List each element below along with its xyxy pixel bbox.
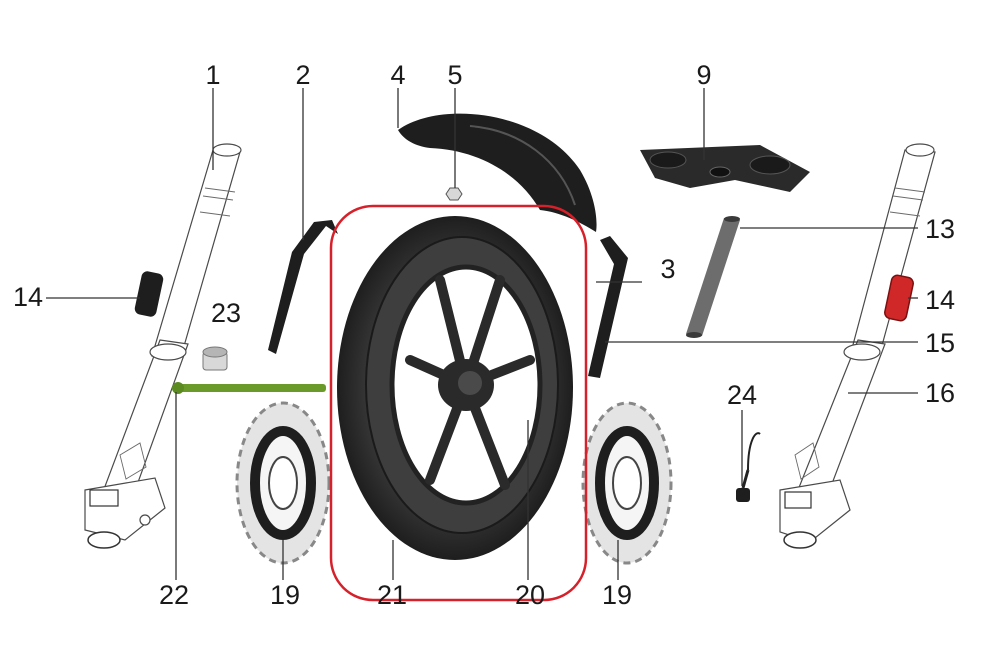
front-axle (172, 382, 326, 394)
callout-19-right: 19 (602, 580, 632, 610)
callout-14-left: 14 (13, 282, 43, 312)
fender-stay-left (268, 220, 338, 354)
triple-clamp (640, 145, 810, 192)
callout-9: 9 (696, 60, 711, 90)
callout-15: 15 (925, 328, 955, 358)
callout-2: 2 (295, 60, 310, 90)
brake-disc-right (581, 401, 673, 565)
callout-21: 21 (377, 580, 407, 610)
callout-numbers: 1 2 4 5 9 13 3 14 14 23 15 16 24 22 19 2… (13, 60, 955, 610)
callout-16: 16 (925, 378, 955, 408)
front-wheel (337, 216, 573, 560)
axle-tube (686, 216, 740, 338)
leader-lines (46, 88, 918, 580)
wheel-spacer (202, 346, 228, 371)
left-fork-leg (84, 143, 242, 549)
callout-22: 22 (159, 580, 189, 610)
fender-nut (445, 187, 463, 201)
callout-14-right: 14 (925, 285, 955, 315)
callout-20: 20 (515, 580, 545, 610)
wheel-highlight-box (329, 204, 588, 602)
callout-5: 5 (447, 60, 462, 90)
speed-sensor (736, 432, 761, 502)
reflector-right (884, 274, 914, 322)
callout-19-left: 19 (270, 580, 300, 610)
fender-stay-right (588, 236, 628, 378)
callout-24: 24 (727, 380, 757, 410)
callout-1: 1 (205, 60, 220, 90)
front-fender (398, 113, 597, 232)
callout-23: 23 (211, 298, 241, 328)
callout-3: 3 (660, 254, 675, 284)
callout-4: 4 (390, 60, 405, 90)
reflector-left (134, 271, 164, 317)
callout-13: 13 (925, 214, 955, 244)
brake-disc-left (235, 401, 331, 565)
right-fork-leg (779, 143, 936, 549)
